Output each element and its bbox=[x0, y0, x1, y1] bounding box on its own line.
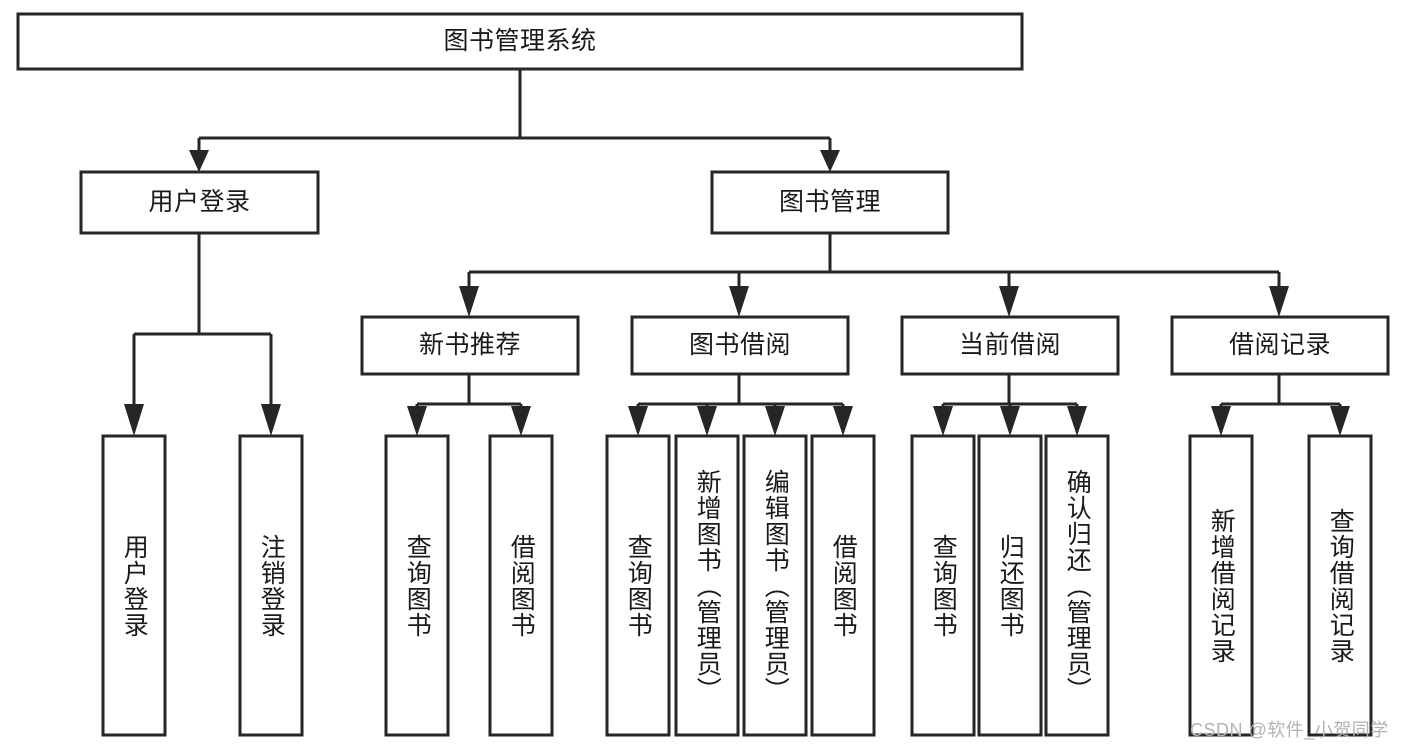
node-box-user-login[interactable] bbox=[79, 170, 320, 235]
node-box-leaf-add-record[interactable] bbox=[1188, 434, 1254, 737]
connector-group-book-manage bbox=[459, 233, 1289, 317]
arrow-head-leaf-borrow-book-1 bbox=[511, 406, 531, 436]
csdn-watermark: CSDN @软件_小贺同学 bbox=[1190, 720, 1389, 740]
arrow-head-leaf-query-book-2 bbox=[628, 406, 648, 436]
arrow-head-user-login bbox=[189, 150, 209, 172]
arrow-head-book-borrow bbox=[729, 286, 749, 317]
node-box-leaf-borrow-book-1[interactable] bbox=[488, 434, 554, 737]
node-box-book-manage[interactable] bbox=[710, 170, 950, 235]
arrow-head-leaf-user-login bbox=[124, 404, 144, 436]
node-box-leaf-user-login[interactable] bbox=[101, 434, 167, 737]
connector-group-current-borrow bbox=[933, 374, 1087, 436]
node-box-book-borrow[interactable] bbox=[630, 315, 850, 376]
arrow-head-leaf-add-book bbox=[697, 406, 717, 436]
arrow-head-borrow-record bbox=[1269, 286, 1289, 317]
node-box-leaf-confirm-return[interactable] bbox=[1044, 434, 1110, 737]
connector-group-root bbox=[189, 69, 840, 172]
node-box-leaf-return-book[interactable] bbox=[977, 434, 1043, 737]
arrow-head-leaf-user-logout bbox=[261, 404, 281, 436]
node-box-current-borrow[interactable] bbox=[900, 315, 1120, 376]
arrow-head-leaf-query-book-3 bbox=[933, 406, 953, 436]
node-box-leaf-edit-book[interactable] bbox=[742, 434, 808, 737]
node-box-leaf-borrow-book-2[interactable] bbox=[810, 434, 876, 737]
arrow-head-current-borrow bbox=[999, 286, 1019, 317]
arrow-head-leaf-query-record bbox=[1330, 406, 1350, 436]
node-box-leaf-query-book-3[interactable] bbox=[910, 434, 976, 737]
connector-group-new-book-rec bbox=[407, 374, 531, 436]
node-box-leaf-add-book[interactable] bbox=[674, 434, 740, 737]
arrow-head-leaf-borrow-book-2 bbox=[833, 406, 853, 436]
connector-group-user-login bbox=[124, 233, 281, 436]
arrow-head-leaf-edit-book bbox=[765, 406, 785, 436]
node-box-leaf-query-record[interactable] bbox=[1307, 434, 1373, 737]
node-box-leaf-query-book-2[interactable] bbox=[605, 434, 671, 737]
node-box-leaf-user-logout[interactable] bbox=[238, 434, 304, 737]
arrow-head-leaf-return-book bbox=[1000, 406, 1020, 436]
arrow-head-leaf-add-record bbox=[1211, 406, 1231, 436]
node-box-new-book-rec[interactable] bbox=[360, 315, 580, 376]
arrow-head-leaf-query-book-1 bbox=[407, 406, 427, 436]
arrow-head-new-book-rec bbox=[459, 286, 479, 317]
node-box-borrow-record[interactable] bbox=[1170, 315, 1390, 376]
arrow-head-book-manage bbox=[820, 150, 840, 172]
arrow-head-leaf-confirm-return bbox=[1067, 406, 1087, 436]
node-box-leaf-query-book-1[interactable] bbox=[384, 434, 450, 737]
connector-group-book-borrow bbox=[628, 374, 853, 436]
node-box-root[interactable] bbox=[16, 12, 1024, 71]
connector-group-borrow-record bbox=[1211, 374, 1350, 436]
